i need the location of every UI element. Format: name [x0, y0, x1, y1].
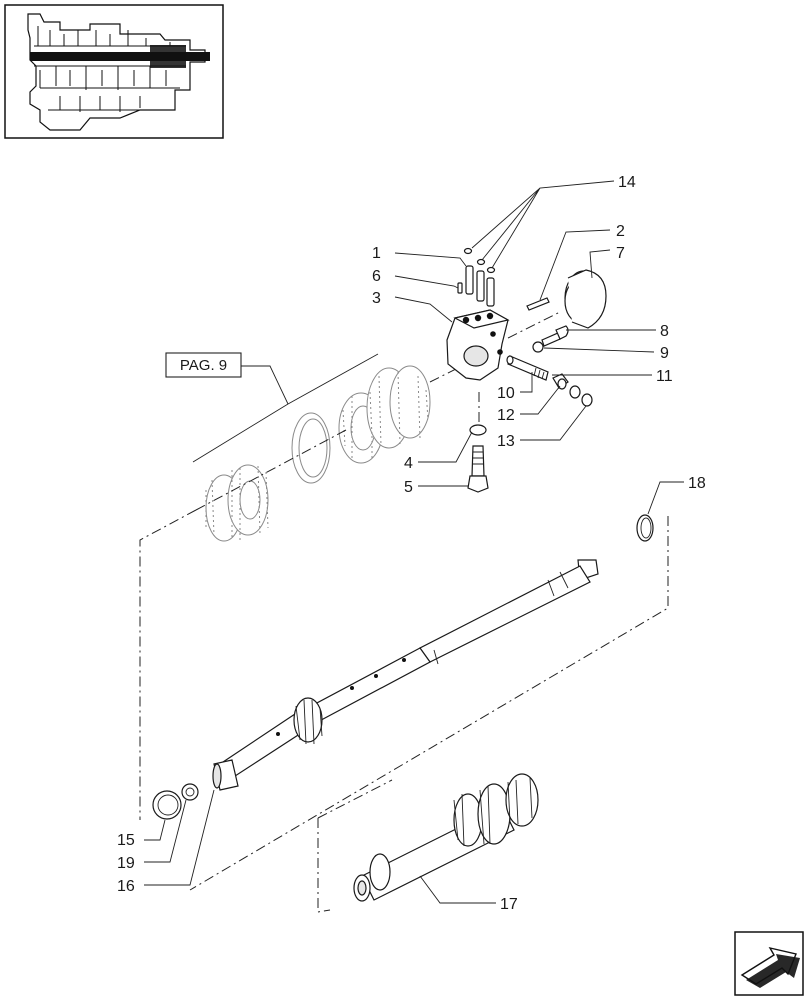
callout-12[interactable]: 12	[497, 407, 515, 424]
washer-4[interactable]	[469, 424, 487, 436]
callout-8[interactable]: 8	[660, 323, 669, 340]
callout-labels: 1 2 3 4 5 6 7 8 9 10 11 12 13 14 15 16 1…	[117, 174, 706, 913]
callout-7[interactable]: 7	[616, 245, 625, 262]
referenced-gear-assembly	[205, 365, 431, 542]
countershaft[interactable]	[353, 773, 539, 902]
callout-5[interactable]: 5	[404, 479, 413, 496]
page-reference-label: PAG. 9	[180, 357, 227, 374]
callout-13[interactable]: 13	[497, 433, 515, 450]
callout-4[interactable]: 4	[404, 455, 413, 472]
screw-8[interactable]	[541, 325, 569, 347]
nut-12[interactable]	[552, 373, 569, 390]
callout-18[interactable]: 18	[688, 475, 706, 492]
callout-6[interactable]: 6	[372, 268, 381, 285]
bolt-5[interactable]	[467, 445, 489, 493]
page-reference-box[interactable]: PAG. 9	[165, 352, 379, 463]
stud-10[interactable]	[506, 355, 549, 381]
ghost-ring	[291, 412, 331, 484]
oil-seal[interactable]	[564, 269, 607, 329]
selector-fork[interactable]	[446, 309, 510, 381]
ghost-gear-left	[205, 464, 269, 542]
transmission-section-thumbnail-icon[interactable]	[4, 4, 224, 139]
main-shaft[interactable]	[212, 559, 599, 791]
callout-2[interactable]: 2	[616, 223, 625, 240]
next-page-arrow-icon[interactable]	[734, 931, 804, 996]
pin-2[interactable]	[526, 297, 550, 311]
callout-11[interactable]: 11	[656, 368, 673, 385]
shaft-outline	[139, 509, 669, 891]
roll-pins[interactable]	[457, 247, 496, 307]
countershaft-outline	[317, 779, 393, 913]
callout-10[interactable]: 10	[497, 385, 515, 402]
callout-3[interactable]: 3	[372, 290, 381, 307]
callout-1[interactable]: 1	[372, 245, 381, 262]
snap-ring-18[interactable]	[636, 514, 654, 542]
leader-lines	[144, 180, 684, 904]
snap-ring-15[interactable]	[152, 790, 182, 820]
callout-9[interactable]: 9	[660, 345, 669, 362]
washer-9[interactable]	[532, 341, 544, 353]
shaft-gear[interactable]	[293, 697, 323, 745]
bush-13[interactable]	[569, 385, 593, 407]
bearing-19[interactable]	[181, 783, 199, 801]
callout-14[interactable]: 14	[618, 174, 636, 191]
callout-19[interactable]: 19	[117, 855, 135, 872]
callout-16[interactable]: 16	[117, 878, 135, 895]
callout-15[interactable]: 15	[117, 832, 135, 849]
callout-17[interactable]: 17	[500, 896, 518, 913]
ghost-gear-right	[366, 365, 431, 449]
